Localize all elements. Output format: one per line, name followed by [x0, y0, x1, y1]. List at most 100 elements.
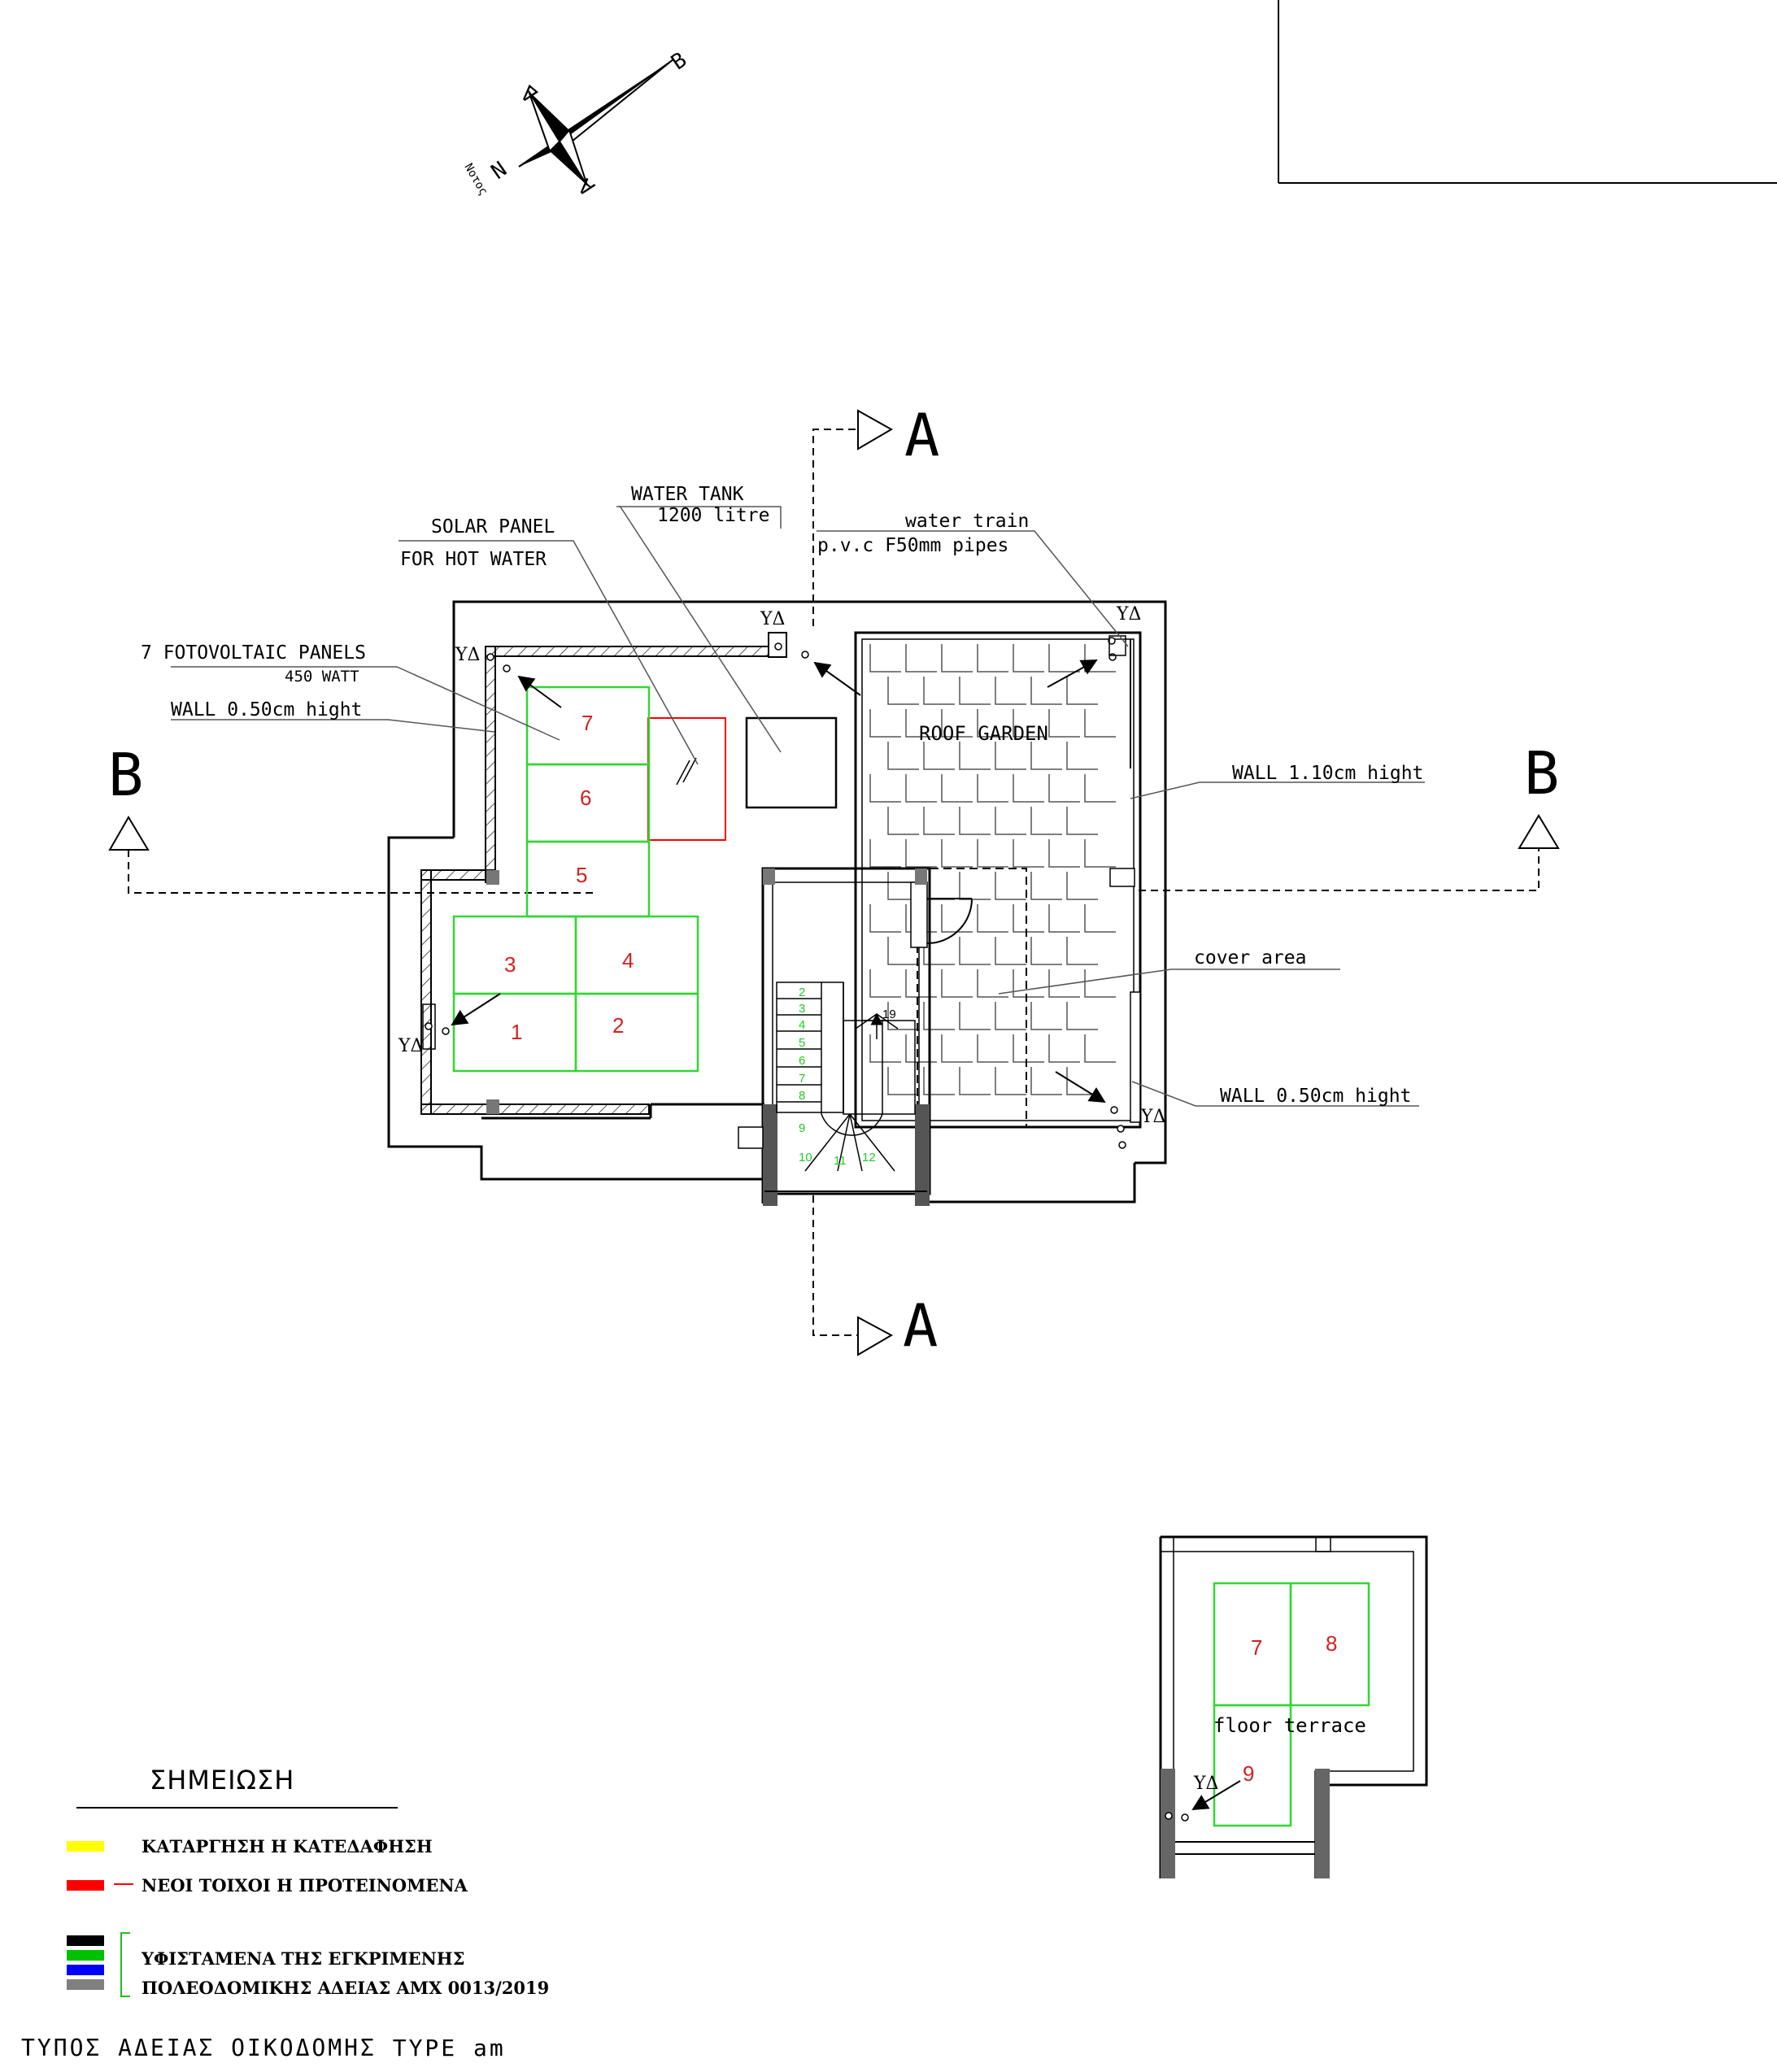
section-b-label-left: B — [108, 741, 143, 809]
paving-tile — [995, 742, 1026, 770]
pv-panel-numbers: 1 2 3 4 5 6 7 — [504, 711, 634, 1044]
section-marker-b-right: B — [1139, 739, 1560, 891]
paving-tile — [1048, 839, 1080, 868]
compass-sub: Νοτος — [462, 161, 490, 198]
paving-tile — [887, 677, 919, 705]
paving-tile — [941, 904, 973, 933]
label-pipes: p.v.c F50mm pipes — [817, 535, 1008, 556]
paving-tile — [869, 839, 901, 868]
paving-tile — [959, 1067, 991, 1095]
stair-step-number: 11 — [834, 1154, 847, 1168]
label-cover-area: cover area — [1194, 947, 1306, 969]
paving-tile — [905, 969, 937, 998]
paving-tile — [905, 1034, 937, 1063]
legend-underline — [76, 1807, 398, 1809]
paving-tile — [1013, 1034, 1044, 1063]
floor-terrace-label: floor terrace — [1213, 1714, 1366, 1737]
water-tank — [745, 716, 838, 809]
paving-tile — [1084, 839, 1116, 868]
paving-tile — [1084, 709, 1116, 738]
paving-tile — [869, 904, 901, 933]
paving-tile — [1048, 969, 1080, 998]
compass-n: N — [487, 157, 512, 185]
legend-item-demolition: ΚΑΤΑΡΓΗΣΗ Η ΚΑΤΕΔΑΦΗΣΗ — [142, 1836, 433, 1857]
paving-tile — [1030, 937, 1062, 965]
paving-tile — [905, 774, 937, 803]
drain-points — [422, 635, 1126, 1149]
drain-label-2: ΥΔ — [760, 609, 785, 629]
paving-tile — [1013, 644, 1044, 673]
legend-item-new-walls: ΝΕΟΙ ΤΟΙΧΟΙ Η ΠΡΟΤΕΙΝΟΜΕΝΑ — [142, 1875, 468, 1896]
paving-tile — [923, 807, 955, 835]
floor-terrace-plan: ΥΔ 7 8 9 floor terrace — [1159, 1535, 1428, 1878]
paving-tile — [959, 872, 991, 900]
paving-tile — [923, 742, 955, 770]
stair-step-number: 4 — [799, 1018, 805, 1032]
legend-item-existing-1: ΥΦΙΣΤΑΜΕΝΑ ΤΗΣ ΕΓΚΡΙΜΕΝΗΣ — [142, 1948, 465, 1969]
paving-tile — [1084, 904, 1116, 933]
paving-tile — [995, 1002, 1026, 1030]
paving-tile — [1030, 872, 1062, 900]
stair-core — [481, 867, 1136, 1206]
paving-tile — [941, 969, 973, 998]
paving-tile — [1030, 807, 1062, 835]
title-block-frame — [1278, 0, 1777, 184]
paving-tile — [869, 1034, 901, 1063]
paving-tile — [977, 904, 1008, 933]
stair-step-number: 6 — [799, 1054, 805, 1068]
drain-label-1: ΥΔ — [455, 645, 480, 665]
label-pv-panels: 7 FOTOVOLTAIC PANELS — [141, 642, 366, 664]
paving-tile — [995, 937, 1026, 965]
stair-step-number: 19 — [882, 1008, 896, 1021]
stair-step-number: 9 — [799, 1121, 805, 1135]
paving-tile — [977, 774, 1008, 803]
pv-panel-2: 2 — [612, 1013, 624, 1038]
legend-swatch-yellow — [67, 1841, 104, 1852]
paving-tile — [977, 1034, 1008, 1063]
paving-tile — [941, 709, 973, 738]
roof-garden-label: ROOF GARDEN — [919, 722, 1048, 745]
paving-tile — [869, 969, 901, 998]
legend: ΣΗΜΕΙΩΣΗ ΚΑΤΑΡΓΗΣΗ Η ΚΑΤΕΔΑΦΗΣΗ ΝΕΟΙ ΤΟΙ… — [65, 1765, 586, 2009]
paving-tile — [977, 969, 1008, 998]
paving-tile — [923, 677, 955, 705]
paving-tile — [1084, 774, 1116, 803]
paving-tile — [1030, 1002, 1062, 1030]
paving-tile — [1066, 1067, 1098, 1095]
pv-panel-7: 7 — [581, 711, 593, 735]
stair-step-number: 5 — [799, 1036, 805, 1050]
footer-permit-type: ΤΥΠΟΣ ΑΔΕΙΑΣ ΟΙΚΟΔΟΜΗΣ TYPE am — [21, 2035, 506, 2061]
paving-tile — [995, 1067, 1026, 1095]
paving-tile — [977, 839, 1008, 868]
compass-b: B — [667, 48, 691, 76]
pv-panel-1: 1 — [511, 1020, 522, 1044]
paving-tile — [1048, 774, 1080, 803]
paving-tile — [995, 807, 1026, 835]
paving-tile — [995, 677, 1026, 705]
legend-swatch-black — [67, 1935, 104, 1946]
legend-swatch-grey — [67, 1979, 104, 1990]
pv-panel-6: 6 — [580, 786, 591, 810]
paving-tile — [1013, 709, 1044, 738]
paving-tile — [1013, 774, 1044, 803]
paving-tile — [1048, 709, 1080, 738]
paving-tile — [1030, 742, 1062, 770]
north-compass-icon: B Δ A N Νοτος — [462, 48, 692, 200]
paving-tile — [1084, 1034, 1116, 1063]
section-marker-a-bottom: A — [812, 1195, 938, 1360]
stair-step-number: 3 — [799, 1002, 805, 1016]
paving-tile — [941, 1034, 973, 1063]
paving-tile — [887, 1067, 919, 1095]
legend-title: ΣΗΜΕΙΩΣΗ — [150, 1765, 295, 1796]
paving-tile — [887, 807, 919, 835]
paving-tile — [1084, 969, 1116, 998]
paving-tile — [887, 872, 919, 900]
paving-tile — [1066, 807, 1098, 835]
legend-dash-red — [114, 1883, 133, 1885]
stair-treads — [776, 982, 916, 1172]
drain-label-5: ΥΔ — [1140, 1107, 1165, 1127]
paving-tile — [923, 1002, 955, 1030]
stair-step-number: 2 — [799, 986, 805, 999]
paving-tile — [1066, 742, 1098, 770]
